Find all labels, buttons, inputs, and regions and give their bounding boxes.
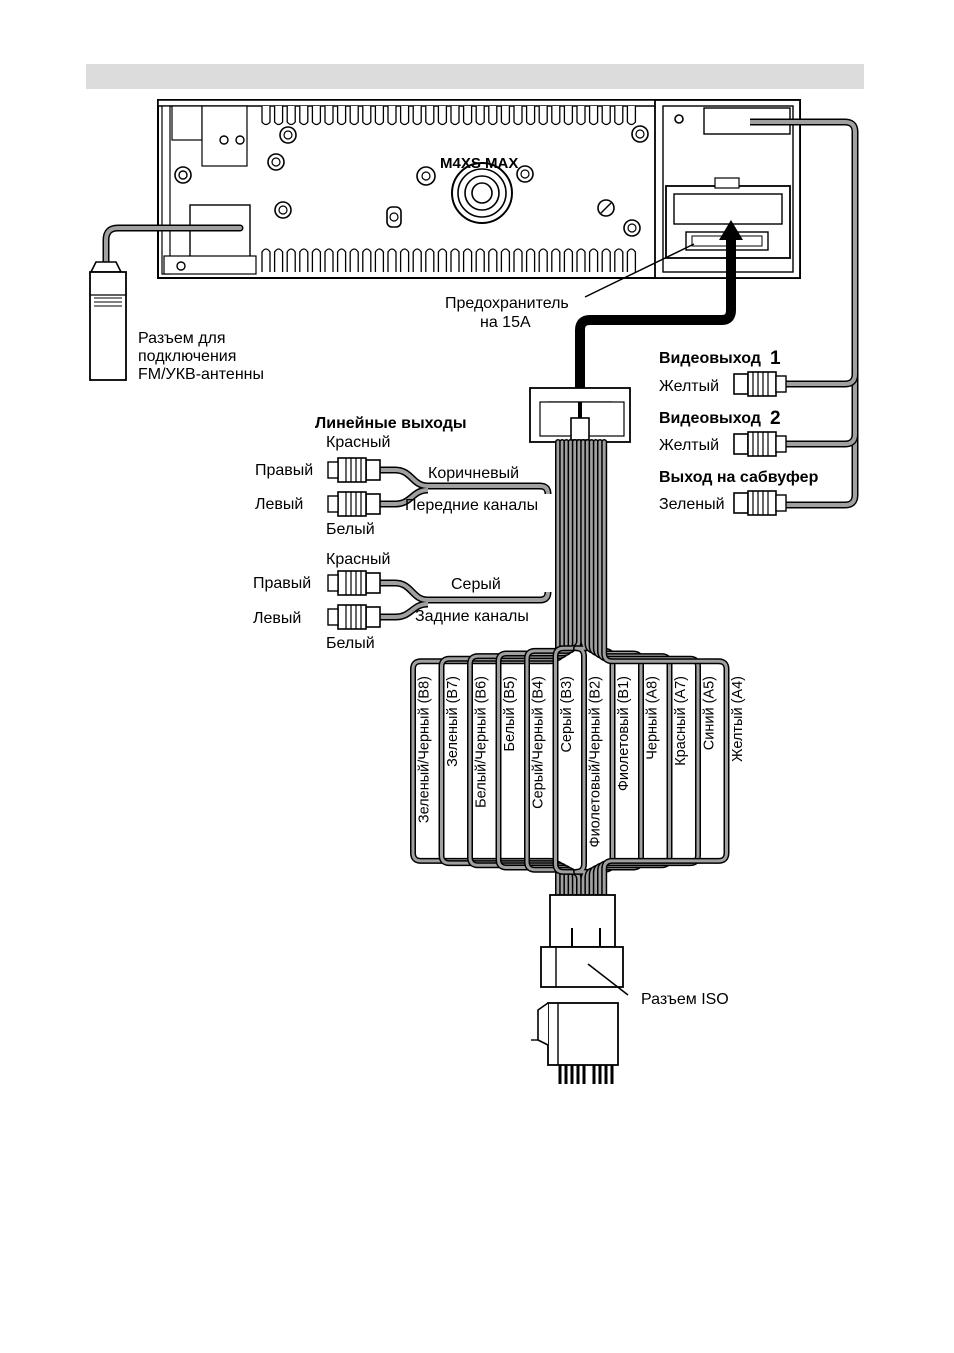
svg-text:1: 1	[770, 348, 781, 369]
svg-text:Видеовыход: Видеовыход	[659, 410, 761, 427]
svg-text:Левый: Левый	[253, 610, 301, 627]
harness-wire-label: Фиолетовый/Черный (В2)	[587, 676, 603, 847]
wire-harness-labels: Зеленый/Черный (В8) Зеленый (В7) Белый/Чер…	[416, 676, 746, 847]
svg-text:Серый: Серый	[451, 576, 501, 593]
power-cable	[575, 238, 736, 388]
harness-wire-label: Серый (В3)	[559, 676, 575, 753]
harness-wire-label: Черный (А8)	[644, 676, 660, 760]
rear-right-plug	[327, 570, 381, 596]
power-arrow	[719, 220, 743, 240]
front-labels: Красный Правый Левый Белый Коричневый Пе…	[255, 434, 538, 538]
rear-labels: Красный Правый Левый Белый Серый Задние …	[253, 551, 529, 652]
rear-channel-wires	[380, 579, 552, 621]
harness-wire-label: Зеленый/Черный (В8)	[416, 676, 432, 823]
svg-text:на 15А: на 15А	[480, 314, 531, 331]
wire-harness	[410, 439, 730, 898]
svg-text:Задние каналы: Задние каналы	[415, 608, 529, 625]
iso-connector	[531, 894, 624, 1084]
svg-text:Белый: Белый	[326, 635, 375, 652]
svg-text:Желтый: Желтый	[659, 378, 719, 395]
video-out-1-labels: Видеовыход 1 Желтый	[659, 348, 781, 395]
front-channel-wires	[380, 466, 552, 508]
svg-text:Белый: Белый	[326, 521, 375, 538]
front-right-plug	[327, 457, 381, 483]
harness-wire-label: Белый/Черный (В6)	[473, 676, 489, 808]
harness-wire-label: Белый (В5)	[502, 676, 518, 752]
svg-text:Правый: Правый	[253, 575, 311, 592]
harness-wire-label: Синий (А5)	[701, 676, 717, 750]
svg-text:Зеленый: Зеленый	[659, 496, 725, 513]
video-out-1-plug	[733, 371, 787, 397]
svg-text:подключения: подключения	[138, 348, 236, 365]
video-out-2-labels: Видеовыход 2 Желтый	[659, 408, 781, 454]
svg-text:Красный: Красный	[326, 551, 390, 568]
video-sub-cable	[750, 118, 859, 509]
iso-label: Разъем ISO	[641, 991, 729, 1008]
svg-text:Разъем для: Разъем для	[138, 330, 226, 347]
fuse-pointer	[584, 243, 695, 298]
front-left-plug	[327, 491, 381, 517]
antenna-cable	[102, 224, 244, 269]
main-connector	[529, 387, 631, 443]
svg-text:Предохранитель: Предохранитель	[445, 295, 569, 312]
svg-text:2: 2	[770, 408, 781, 429]
video-out-2-plug	[733, 431, 787, 457]
svg-text:FM/УКВ-антенны: FM/УКВ-антенны	[138, 366, 264, 383]
subwoofer-plug	[733, 490, 787, 516]
harness-wire-label: Желтый (А4)	[730, 676, 746, 762]
fuse-label: Предохранитель на 15А	[445, 295, 569, 331]
svg-text:Красный: Красный	[326, 434, 390, 451]
antenna-label: Разъем для подключения FM/УКВ-антенны	[138, 330, 264, 383]
antenna-plug	[89, 261, 127, 381]
header-bar	[86, 64, 864, 89]
svg-text:Правый: Правый	[255, 462, 313, 479]
harness-wire-label: Красный (А7)	[673, 676, 689, 766]
svg-text:Желтый: Желтый	[659, 437, 719, 454]
svg-text:Видеовыход: Видеовыход	[659, 350, 761, 367]
svg-text:Левый: Левый	[255, 496, 303, 513]
harness-wire-label: Зеленый (В7)	[445, 676, 461, 767]
svg-text:Передние каналы: Передние каналы	[405, 497, 538, 514]
model-label: M4XS MAX	[440, 155, 518, 172]
harness-wire-label: Фиолетовый (В1)	[616, 676, 632, 791]
harness-wire-label: Серый/Черный (В4)	[530, 676, 546, 809]
svg-text:Выход на сабвуфер: Выход на сабвуфер	[659, 469, 819, 486]
svg-text:Коричневый: Коричневый	[428, 465, 519, 482]
subwoofer-labels: Выход на сабвуфер Зеленый	[659, 469, 819, 513]
rear-left-plug	[327, 604, 381, 630]
iso-pointer	[587, 963, 629, 996]
line-outputs-title: Линейные выходы	[315, 415, 467, 432]
head-unit-chassis	[157, 99, 801, 279]
